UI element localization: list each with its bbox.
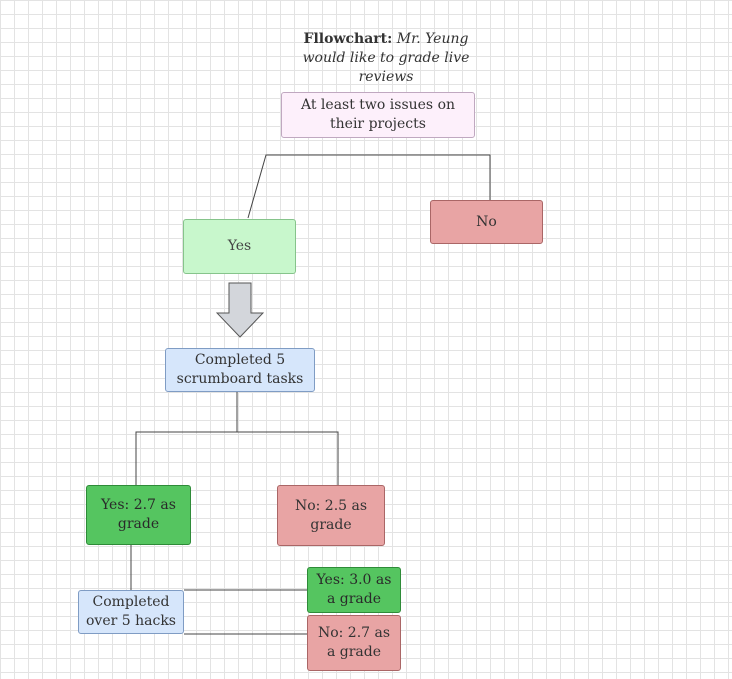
node-hacks-yes-label: Yes: 3.0 as a grade xyxy=(316,572,392,607)
node-hacks[interactable]: Completed over 5 hacks xyxy=(78,590,184,634)
node-yes[interactable]: Yes xyxy=(183,219,296,274)
node-yes-grade-label: Yes: 2.7 as grade xyxy=(101,497,176,532)
node-hacks-yes[interactable]: Yes: 3.0 as a grade xyxy=(307,567,401,613)
title-bold: Fllowchart: xyxy=(303,31,393,47)
node-root-question-label: At least two issues on their projects xyxy=(300,97,456,132)
node-no[interactable]: No xyxy=(430,200,543,244)
node-no-grade-label: No: 2.5 as grade xyxy=(294,497,368,533)
node-hacks-no[interactable]: No: 2.7 as a grade xyxy=(307,615,401,671)
node-hacks-label: Completed over 5 hacks xyxy=(86,594,176,629)
connector-root-branches xyxy=(247,154,491,219)
node-no-label: No xyxy=(476,213,497,230)
node-yes-grade[interactable]: Yes: 2.7 as grade xyxy=(86,485,191,545)
node-yes-label: Yes xyxy=(227,238,252,254)
connector-scrumboard-branches xyxy=(135,431,339,485)
node-hacks-no-label: No: 2.7 as a grade xyxy=(317,625,391,660)
node-root-question[interactable]: At least two issues on their projects xyxy=(281,92,475,138)
diagram-title: Fllowchart: Mr. Yeung would like to grad… xyxy=(295,30,477,87)
node-scrumboard-tasks[interactable]: Completed 5 scrumboard tasks xyxy=(165,348,315,392)
down-arrow-icon xyxy=(216,282,264,338)
node-scrumboard-tasks-label: Completed 5 scrumboard tasks xyxy=(176,352,304,387)
title-italic: Mr. Yeung would like to grade live revie… xyxy=(302,31,470,85)
node-no-grade[interactable]: No: 2.5 as grade xyxy=(277,485,385,546)
